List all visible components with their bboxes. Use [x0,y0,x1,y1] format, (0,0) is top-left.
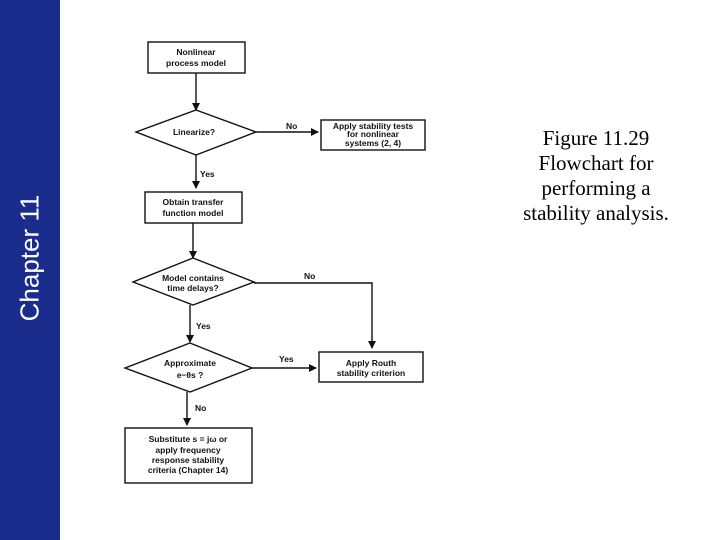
caption-line: performing a [541,176,651,200]
approximate-decision [123,342,254,393]
edge-label-yes: Yes [279,354,294,364]
edge-label-yes: Yes [196,321,211,331]
node-label: function model [163,208,224,218]
caption-line: Figure 11.29 [542,126,650,150]
node-label: response stability [152,455,225,465]
node-label: for nonlinear [347,129,400,139]
nonlinear-model-box [147,41,246,74]
time-delays-decision [131,257,256,306]
node-label: Approximate [164,358,216,368]
node-label: time delays? [167,283,219,293]
node-label: Apply Routh [346,358,397,368]
node-label: systems (2, 4) [345,138,401,148]
figure-caption: Figure 11.29 Flowchart for performing a … [505,126,687,226]
node-label: Obtain transfer [163,197,225,207]
node-label: Model contains [162,273,224,283]
chapter-sidebar: Chapter 11 [0,0,60,540]
node-label: e−θs ? [177,370,204,380]
linearize-decision [134,109,258,156]
edge-label-no: No [304,271,315,281]
node-label: Linearize? [173,127,215,137]
substitute-box [124,427,253,484]
edge-label-no: No [286,121,297,131]
edge-label-yes: Yes [200,169,215,179]
node-label: apply frequency [155,445,220,455]
edge-label-no: No [195,403,206,413]
stability-tests-box [320,119,426,151]
transfer-function-box [144,191,243,224]
caption-line: Flowchart for [538,151,654,175]
routh-box [318,351,424,383]
node-label: process model [166,58,226,68]
edge-delays-no [254,282,376,349]
node-label: Nonlinear [176,47,216,57]
node-label: stability criterion [337,368,406,378]
node-label: Apply stability tests [333,121,414,131]
node-label: Substitute s = jω or [149,434,228,444]
node-label: criteria (Chapter 14) [148,465,228,475]
caption-line: stability analysis. [523,201,669,225]
